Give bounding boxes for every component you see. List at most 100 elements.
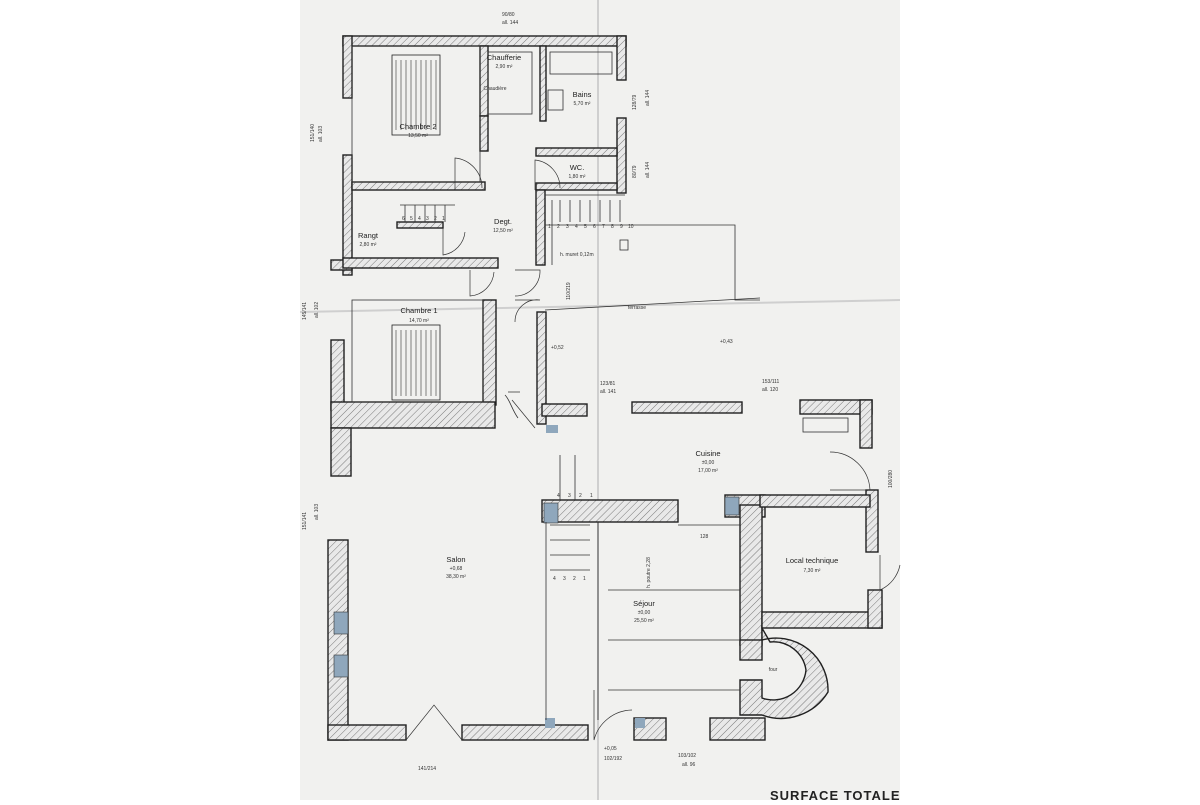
room-name-chambre2: Chambre 2 <box>399 122 436 131</box>
sejour-top-step-1: 1 <box>590 493 593 499</box>
wall-degt-right <box>535 189 546 266</box>
upper-step-2: 2 <box>557 224 560 230</box>
wall-ch2-bottom <box>351 181 486 191</box>
dim-bottom-right-all: all. 96 <box>682 762 696 768</box>
bed-chambre2-lines <box>395 60 437 130</box>
rangt-step-1: 1 <box>442 216 445 222</box>
label-dim-128: 128 <box>700 534 709 540</box>
room-name-degt: Degt. <box>494 217 512 226</box>
upper-step-5: 5 <box>584 224 587 230</box>
room-name-chaufferie: Chaufferie <box>487 53 521 62</box>
label-level-052: +0,52 <box>551 345 564 351</box>
dim-win-a-all: all. 141 <box>600 389 616 395</box>
room-name-bains: Bains <box>573 90 592 99</box>
blue-patch-bottom-b <box>635 718 645 728</box>
wall-cuisine-top-b <box>631 401 743 414</box>
dim-ch1-left: 145/141 <box>302 302 308 320</box>
wall-bottom-d <box>709 717 766 741</box>
dim-ch1-left-all: all. 102 <box>314 302 320 318</box>
wall-corridor <box>536 311 547 425</box>
wall-bottom-a <box>327 724 407 741</box>
blue-patch-sejour <box>543 502 559 524</box>
blue-patch-salon-b <box>333 654 349 678</box>
dim-win-b-all: all. 120 <box>762 387 778 393</box>
dim-salon-left-all: all. 103 <box>314 504 320 520</box>
upper-step-1: 1 <box>548 224 551 230</box>
walls <box>327 35 883 741</box>
room-area-chambre1: 14,70 m² <box>409 318 429 324</box>
sejour-guide-lines <box>608 589 740 691</box>
wall-local-left <box>739 504 763 646</box>
upper-step-9: 9 <box>620 224 623 230</box>
dim-win-b: 153/111 <box>762 379 780 385</box>
terrasse-fixture <box>619 239 629 251</box>
kitchen-sink <box>802 417 849 433</box>
wall-top <box>342 35 627 47</box>
washbasin <box>547 89 564 111</box>
upper-step-3: 3 <box>566 224 569 230</box>
dim-ch2-left-all: all. 103 <box>318 126 324 142</box>
label-level-005: +0,05 <box>604 746 617 752</box>
oven-wall <box>739 625 829 720</box>
room-level-sejour: ±0,00 <box>638 610 651 616</box>
wall-local-bottom <box>761 611 883 629</box>
rangt-step-3: 3 <box>426 216 429 222</box>
door-salon <box>405 704 463 741</box>
bathtub <box>549 51 613 75</box>
dim-bains-right: 128/79 <box>632 94 638 110</box>
wall-ch1-bottom <box>330 401 496 429</box>
blue-patch-local <box>724 496 740 516</box>
room-name-local: Local technique <box>786 556 839 565</box>
wall-wc-top <box>535 147 618 157</box>
chaufferie-outline <box>487 51 533 115</box>
upper-stair-lines <box>551 200 621 265</box>
sejour-stair-lines <box>550 455 590 571</box>
label-surface-totale: SURFACE TOTALE <box>770 788 901 800</box>
wall-right-wc <box>616 117 627 194</box>
blue-patch-bottom-a <box>545 718 555 728</box>
misc-labels: terrasse h. muret 0,12m +0,52 +0,43 +0,0… <box>551 252 901 803</box>
terrasse-outline <box>545 224 760 301</box>
rangt-stair-lines <box>400 204 455 222</box>
door-sejour <box>593 690 633 741</box>
room-sub-chaufferie: Chaudière <box>483 86 506 92</box>
door-rangt <box>442 228 466 256</box>
upper-step-8: 8 <box>611 224 614 230</box>
wall-salon-left-top <box>330 427 352 477</box>
room-area-cuisine: 17,00 m² <box>698 468 718 474</box>
wall-right-cuisine <box>859 399 873 449</box>
room-level-salon: +0,68 <box>450 566 463 572</box>
blue-patch-corridor <box>546 425 558 433</box>
rangt-step-2: 2 <box>434 216 437 222</box>
door-cuisine <box>829 451 871 491</box>
wall-degt-bottom <box>342 257 499 269</box>
wall-left-upper <box>342 35 353 99</box>
sejour-top-step-2: 2 <box>579 493 582 499</box>
handwritten-mark <box>504 391 520 419</box>
sejour-bottom-step-3: 3 <box>563 576 566 582</box>
room-name-chambre1: Chambre 1 <box>400 306 437 315</box>
door-chambre2 <box>454 157 483 190</box>
stair-numbers: 1 2 3 4 5 6 7 8 9 10 6 5 4 3 2 1 4 3 2 1… <box>402 216 634 582</box>
dim-bains-right-all: all. 144 <box>645 90 651 106</box>
sejour-top-step-3: 3 <box>568 493 571 499</box>
stairs <box>400 200 621 571</box>
wall-cuisine-top-a <box>541 403 588 417</box>
room-area-degt: 12,50 m² <box>493 228 513 234</box>
room-name-wc: WC. <box>570 163 585 172</box>
wall-right-bains <box>616 35 627 81</box>
bed-chambre1 <box>391 324 441 401</box>
door-chambre1 <box>469 270 495 297</box>
dim-top-all: all. 144 <box>502 20 518 26</box>
room-area-wc: 1,80 m² <box>569 174 586 180</box>
bed-chambre1-lines <box>395 330 437 396</box>
rangt-step-6: 6 <box>402 216 405 222</box>
room-area-chambre2: 13,50 m² <box>408 133 428 139</box>
thin-outlines <box>351 45 849 720</box>
room-name-four: four <box>769 667 778 673</box>
dim-salon-left: 151/141 <box>302 512 308 530</box>
dim-ch2-left: 151/140 <box>310 124 316 142</box>
paper-fold-horizontal <box>299 299 901 313</box>
